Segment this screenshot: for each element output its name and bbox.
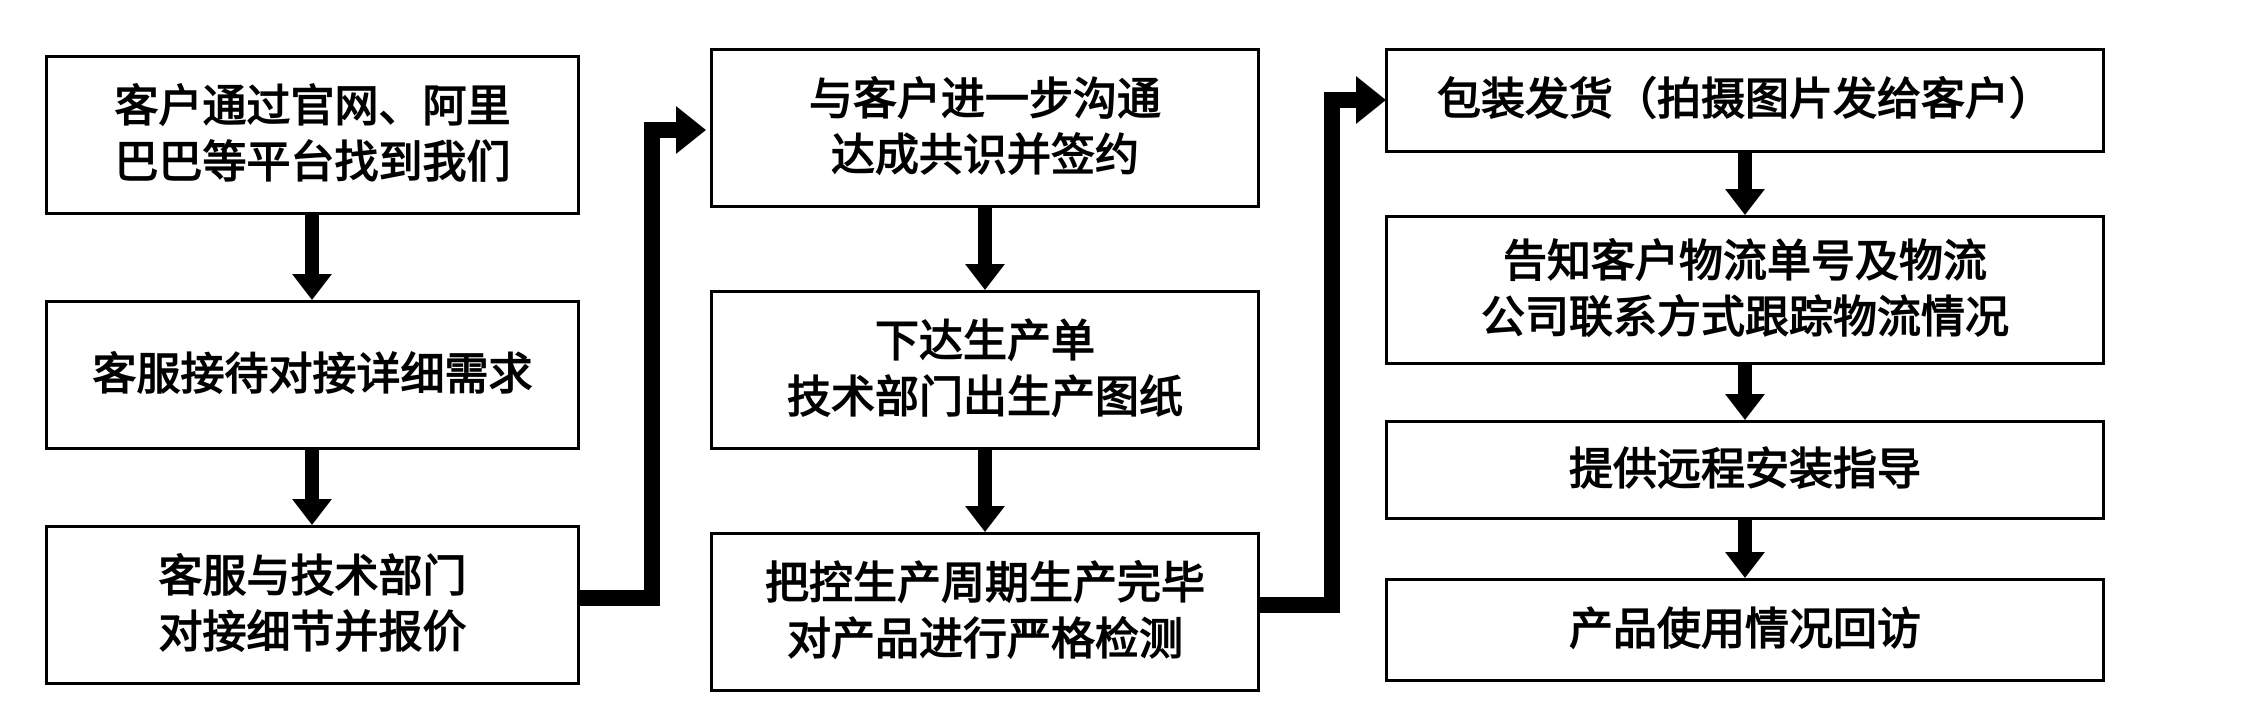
arrow-shaft	[305, 215, 319, 274]
flow-step-customer-service-intake: 客服接待对接详细需求	[45, 300, 580, 450]
flow-step-production-inspection: 把控生产周期生产完毕 对产品进行严格检测	[710, 532, 1260, 692]
flow-step-line: 产品使用情况回访	[1569, 603, 1921, 655]
flow-step-line: 对接细节并报价	[158, 607, 467, 658]
flow-step-packaging-shipping: 包装发货（拍摄图片发给客户）	[1385, 48, 2105, 153]
down-arrow-5	[1725, 153, 1765, 215]
flow-step-detail-and-quote: 客服与技术部门 对接细节并报价	[45, 525, 580, 685]
flow-step-line: 客服接待对接详细需求	[92, 348, 533, 400]
arrow-segment	[580, 590, 660, 606]
flow-step-line: 客服与技术部门	[158, 550, 467, 602]
arrow-head-icon	[965, 506, 1005, 532]
down-arrow-3	[965, 208, 1005, 290]
arrow-head-icon	[1725, 552, 1765, 578]
arrow-shaft	[1738, 153, 1752, 189]
flow-step-remote-install-guidance: 提供远程安装指导	[1385, 420, 2105, 520]
arrow-head-icon	[1725, 189, 1765, 215]
down-arrow-6	[1725, 365, 1765, 420]
flow-step-line: 达成共识并签约	[831, 130, 1139, 181]
flow-step-line: 把控生产周期生产完毕	[765, 557, 1205, 609]
flow-step-usage-follow-up: 产品使用情况回访	[1385, 578, 2105, 682]
arrow-head-icon	[292, 499, 332, 525]
arrow-head-icon	[676, 106, 706, 154]
flow-step-line: 巴巴等平台找到我们	[114, 137, 511, 188]
flow-step-line: 告知客户物流单号及物流	[1503, 235, 1987, 287]
arrow-head-icon	[1725, 394, 1765, 420]
flow-step-production-order: 下达生产单 技术部门出生产图纸	[710, 290, 1260, 450]
flow-step-find-us: 客户通过官网、阿里 巴巴等平台找到我们	[45, 55, 580, 215]
arrow-segment	[644, 122, 678, 138]
down-arrow-1	[292, 215, 332, 300]
arrow-head-icon	[1356, 76, 1386, 124]
arrow-head-icon	[965, 264, 1005, 290]
flow-step-line: 对产品进行严格检测	[787, 614, 1183, 665]
arrow-shaft	[1738, 365, 1752, 394]
arrow-shaft	[978, 450, 992, 506]
flow-step-line: 包装发货（拍摄图片发给客户）	[1437, 74, 2053, 126]
down-arrow-2	[292, 450, 332, 525]
flow-step-sign-contract: 与客户进一步沟通 达成共识并签约	[710, 48, 1260, 208]
arrow-segment	[644, 122, 660, 606]
flow-step-line: 下达生产单	[875, 315, 1095, 367]
flow-step-line: 提供远程安装指导	[1569, 443, 1921, 495]
arrow-shaft	[305, 450, 319, 499]
arrow-segment	[1324, 92, 1340, 613]
arrow-segment	[1324, 92, 1358, 108]
arrow-segment	[1260, 597, 1340, 613]
arrow-shaft	[1738, 520, 1752, 552]
down-arrow-7	[1725, 520, 1765, 578]
down-arrow-4	[965, 450, 1005, 532]
flow-step-line: 公司联系方式跟踪物流情况	[1481, 292, 2009, 343]
flow-step-logistics-tracking: 告知客户物流单号及物流 公司联系方式跟踪物流情况	[1385, 215, 2105, 365]
flow-step-line: 客户通过官网、阿里	[114, 80, 511, 132]
arrow-shaft	[978, 208, 992, 264]
arrow-head-icon	[292, 274, 332, 300]
flow-step-line: 与客户进一步沟通	[809, 73, 1161, 125]
flow-step-line: 技术部门出生产图纸	[787, 372, 1183, 423]
